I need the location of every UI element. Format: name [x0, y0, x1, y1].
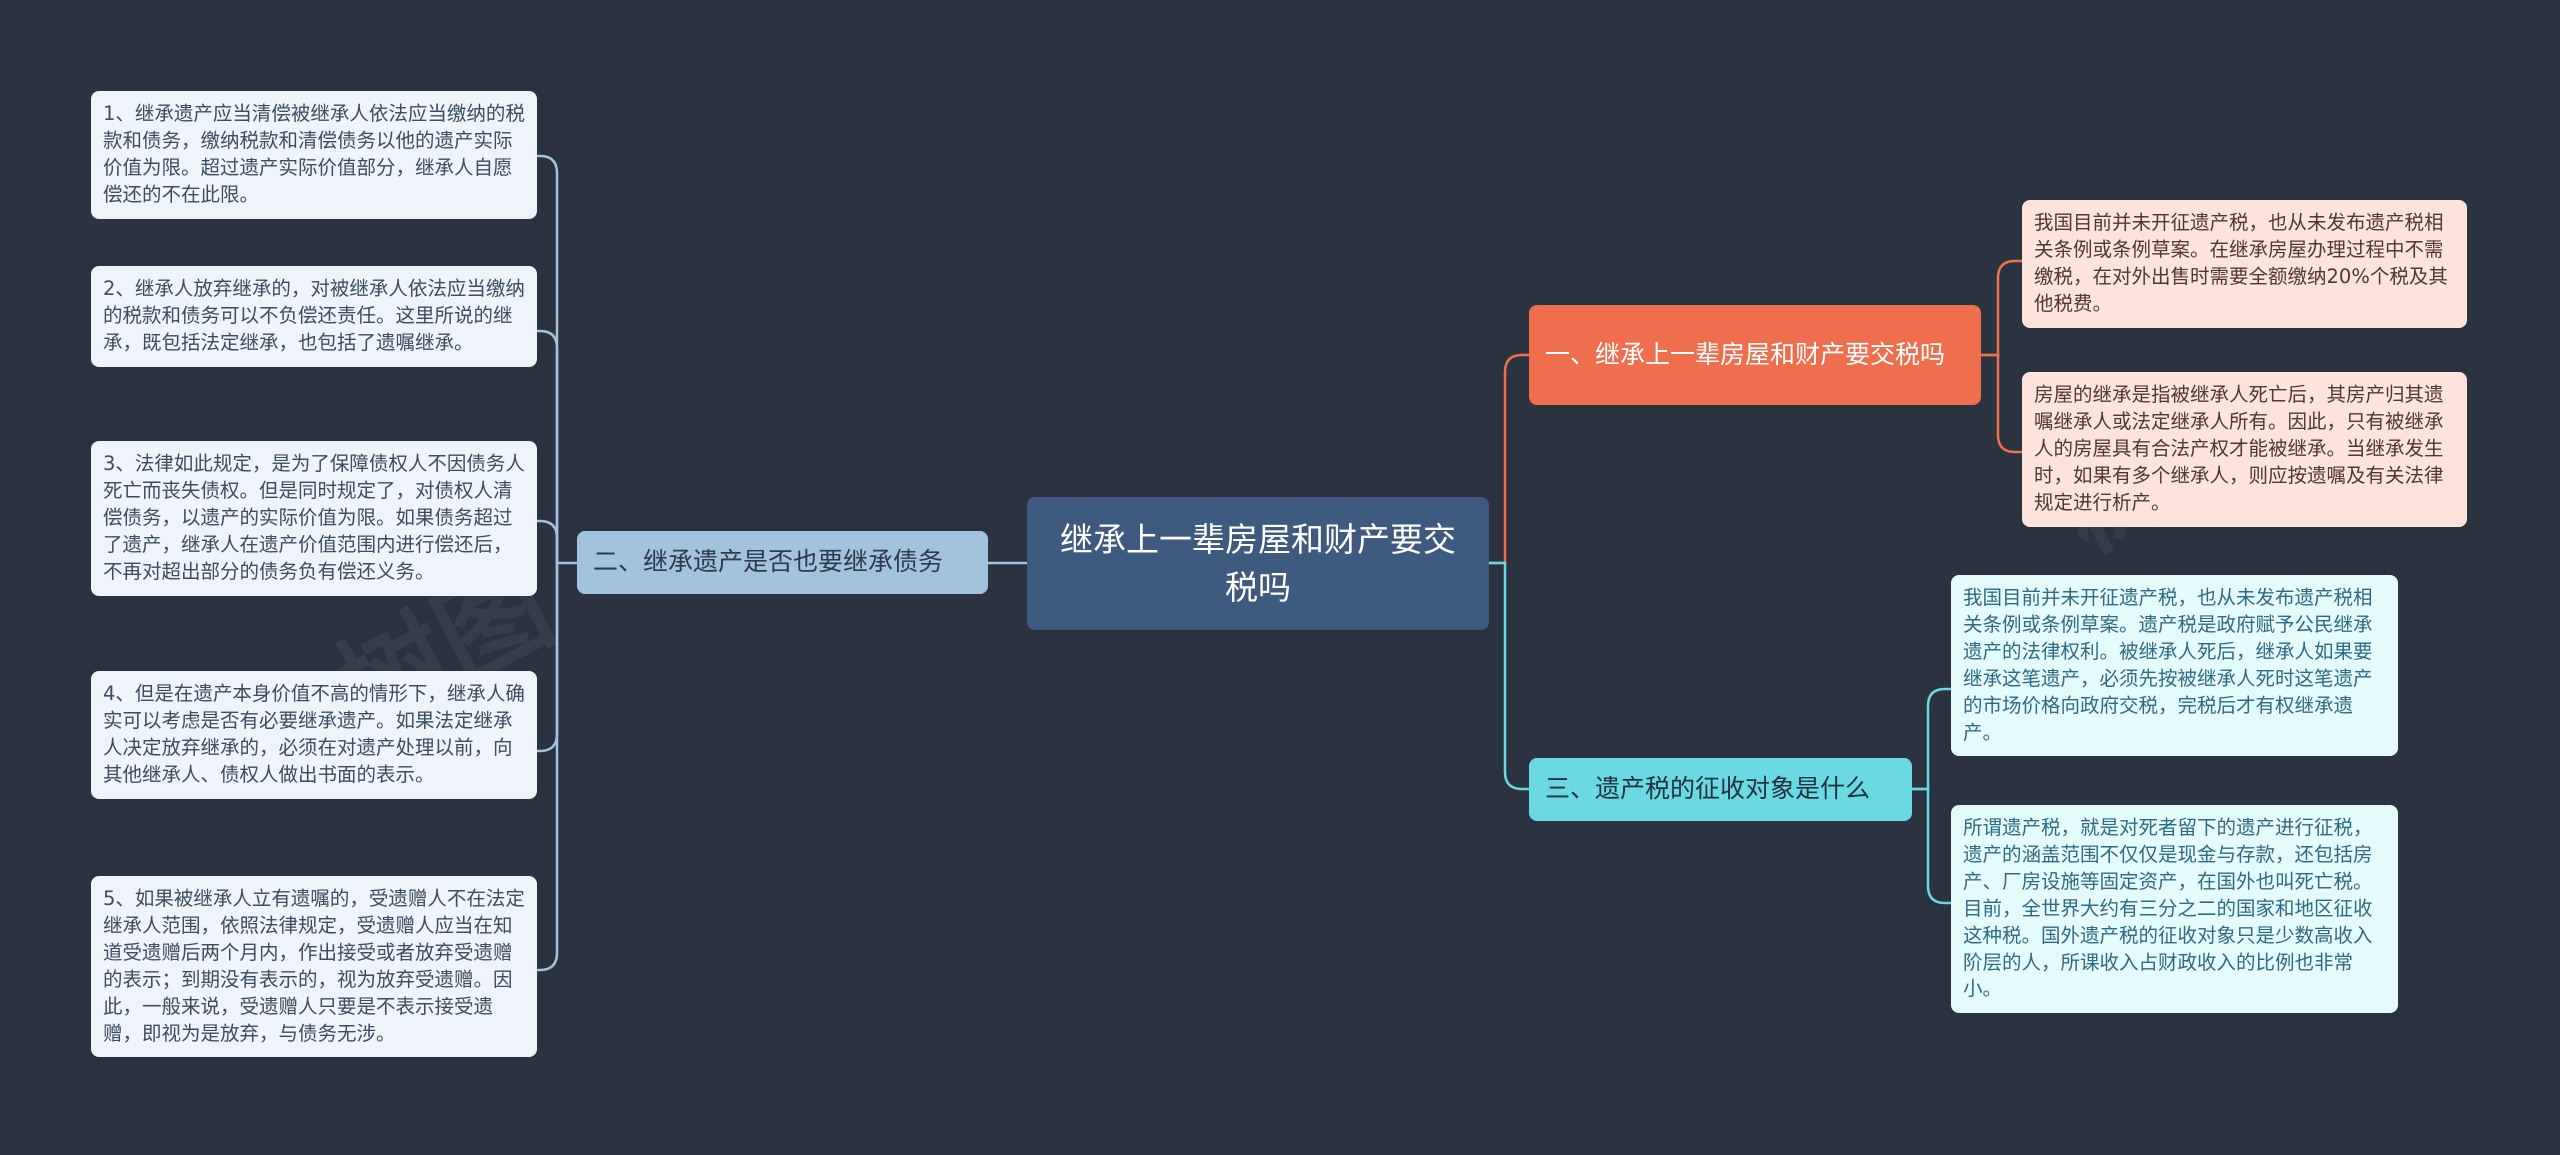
connector-b2-leaf5: [537, 563, 559, 972]
leaf-text: 4、但是在遗产本身价值不高的情形下，继承人确实可以考虑是否有必要继承遗产。如果法…: [103, 682, 525, 786]
leaf-text: 我国目前并未开征遗产税，也从未发布遗产税相关条例或条例草案。遗产税是政府赋予公民…: [1963, 586, 2373, 744]
root-topic-label: 继承上一辈房屋和财产要交税吗: [1060, 519, 1456, 607]
leaf-debt-3[interactable]: 3、法律如此规定，是为了保障债权人不因债务人死亡而丧失债权。但是同时规定了，对债…: [91, 441, 537, 596]
branch-inherit-debt[interactable]: 二、继承遗产是否也要继承债务: [577, 531, 988, 594]
leaf-text: 3、法律如此规定，是为了保障债权人不因债务人死亡而丧失债权。但是同时规定了，对债…: [103, 452, 525, 583]
leaf-object-1[interactable]: 我国目前并未开征遗产税，也从未发布遗产税相关条例或条例草案。遗产税是政府赋予公民…: [1951, 575, 2398, 757]
connector-b3-leaf1: [1912, 687, 1951, 791]
connector-b2-leaf4: [537, 563, 559, 753]
branch-estate-tax-object[interactable]: 三、遗产税的征收对象是什么: [1529, 758, 1912, 821]
branch-inheritance-tax[interactable]: 一、继承上一辈房屋和财产要交税吗: [1529, 305, 1981, 405]
leaf-text: 房屋的继承是指被继承人死亡后，其房产归其遗嘱继承人或法定继承人所有。因此，只有被…: [2034, 383, 2444, 514]
leaf-debt-5[interactable]: 5、如果被继承人立有遗嘱的，受遗赠人不在法定继承人范围，依照法律规定，受遗赠人应…: [91, 876, 537, 1058]
connector-b2-leaf3: [537, 519, 559, 563]
branch-label: 三、遗产税的征收对象是什么: [1545, 774, 1871, 804]
connector-b1-leaf1: [1981, 259, 2022, 357]
connector-b1-leaf2: [1981, 353, 2022, 454]
leaf-text: 1、继承遗产应当清偿被继承人依法应当缴纳的税款和债务，缴纳税款和清偿债务以他的遗…: [103, 102, 525, 206]
connector-b2-leaf1: [537, 154, 559, 563]
connector-root-b3: [1489, 561, 1529, 791]
connector-b2-leaf2: [537, 329, 559, 563]
connector-root-b1: [1489, 353, 1529, 565]
leaf-debt-2[interactable]: 2、继承人放弃继承的，对被继承人依法应当缴纳的税款和债务可以不负偿还责任。这里所…: [91, 266, 537, 367]
leaf-text: 所谓遗产税，就是对死者留下的遗产进行征税，遗产的涵盖范围不仅仅是现金与存款，还包…: [1963, 816, 2373, 1001]
leaf-debt-1[interactable]: 1、继承遗产应当清偿被继承人依法应当缴纳的税款和债务，缴纳税款和清偿债务以他的遗…: [91, 91, 537, 219]
leaf-object-2[interactable]: 所谓遗产税，就是对死者留下的遗产进行征税，遗产的涵盖范围不仅仅是现金与存款，还包…: [1951, 805, 2398, 1014]
leaf-text: 5、如果被继承人立有遗嘱的，受遗赠人不在法定继承人范围，依照法律规定，受遗赠人应…: [103, 887, 525, 1045]
leaf-text: 2、继承人放弃继承的，对被继承人依法应当缴纳的税款和债务可以不负偿还责任。这里所…: [103, 277, 525, 354]
connector-b3-leaf2: [1912, 787, 1951, 905]
root-topic[interactable]: 继承上一辈房屋和财产要交税吗: [1027, 497, 1489, 630]
branch-label: 二、继承遗产是否也要继承债务: [593, 547, 944, 577]
leaf-tax-1[interactable]: 我国目前并未开征遗产税，也从未发布遗产税相关条例或条例草案。在继承房屋办理过程中…: [2022, 200, 2467, 328]
leaf-tax-2[interactable]: 房屋的继承是指被继承人死亡后，其房产归其遗嘱继承人或法定继承人所有。因此，只有被…: [2022, 372, 2467, 527]
leaf-text: 我国目前并未开征遗产税，也从未发布遗产税相关条例或条例草案。在继承房屋办理过程中…: [2034, 211, 2448, 315]
leaf-debt-4[interactable]: 4、但是在遗产本身价值不高的情形下，继承人确实可以考虑是否有必要继承遗产。如果法…: [91, 671, 537, 799]
branch-label: 一、继承上一辈房屋和财产要交税吗: [1545, 339, 1946, 369]
